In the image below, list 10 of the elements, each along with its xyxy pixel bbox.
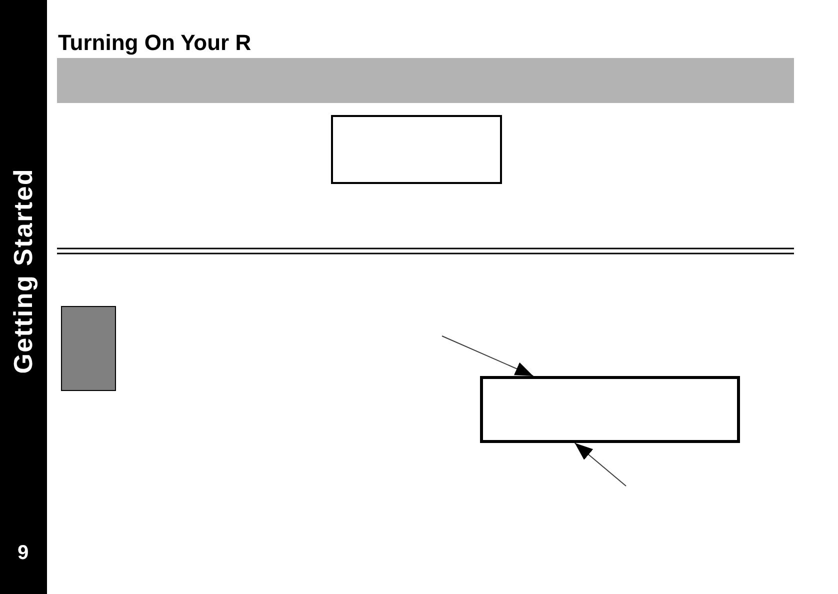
shaded-box xyxy=(61,306,116,391)
page-number: 9 xyxy=(18,542,29,564)
arrow xyxy=(574,442,626,486)
arrow xyxy=(442,336,534,376)
page-title: Turning On Your R xyxy=(58,31,252,55)
side-tab xyxy=(0,0,47,594)
banner-bar xyxy=(57,58,794,103)
empty-box xyxy=(480,376,740,443)
section-tab-label: Getting Started xyxy=(9,168,38,374)
empty-box xyxy=(331,115,502,184)
